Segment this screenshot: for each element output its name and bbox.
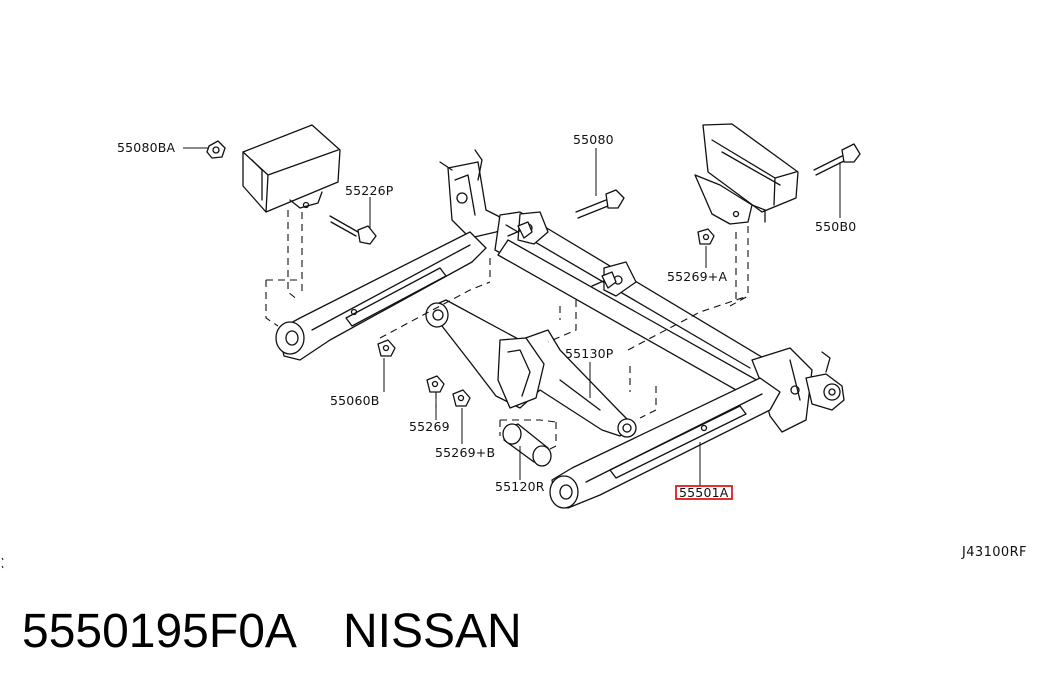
footer-brand: NISSAN bbox=[343, 605, 522, 658]
drawing-code: J43100RF bbox=[961, 545, 1027, 560]
callout-55226P[interactable]: 55226P bbox=[345, 183, 394, 198]
edge-mark bbox=[1, 557, 4, 569]
lateral-link bbox=[502, 423, 552, 467]
nut-55269B bbox=[452, 389, 471, 407]
callout-55269B[interactable]: 55269+B bbox=[435, 445, 495, 460]
callout-550B0[interactable]: 550B0 bbox=[815, 219, 856, 234]
left-body-bracket bbox=[242, 124, 341, 213]
nut-55060B bbox=[377, 339, 396, 357]
bolt-55080BA bbox=[206, 140, 226, 159]
upper-link-assembly bbox=[425, 299, 637, 438]
callout-55130P[interactable]: 55130P bbox=[565, 346, 614, 361]
highlight-box bbox=[675, 485, 733, 500]
callout-55080BA[interactable]: 55080BA bbox=[117, 140, 176, 155]
center-bolt-stud bbox=[591, 271, 617, 289]
callout-leaders bbox=[183, 147, 841, 486]
callout-55120R[interactable]: 55120R bbox=[495, 479, 545, 494]
footer-part-number: 5550195F0A bbox=[22, 605, 297, 658]
bolt-550B0 bbox=[813, 143, 861, 176]
bolt-55080 bbox=[575, 189, 625, 219]
callout-55501A[interactable]: 55501A bbox=[679, 485, 729, 500]
nut-55269A bbox=[697, 228, 715, 245]
left-lower-link-arm bbox=[275, 231, 487, 361]
right-body-bracket bbox=[694, 123, 799, 225]
assembly-guide-lines bbox=[265, 210, 749, 451]
bolt-55226P bbox=[329, 215, 377, 245]
callout-55269A[interactable]: 55269+A bbox=[667, 269, 727, 284]
callout-55060B[interactable]: 55060B bbox=[330, 393, 380, 408]
callout-55269[interactable]: 55269 bbox=[409, 419, 450, 434]
callout-55080[interactable]: 55080 bbox=[573, 132, 614, 147]
right-lower-link-arm bbox=[549, 377, 781, 509]
nut-55269 bbox=[426, 375, 445, 393]
left-bolt-stud bbox=[507, 221, 533, 239]
